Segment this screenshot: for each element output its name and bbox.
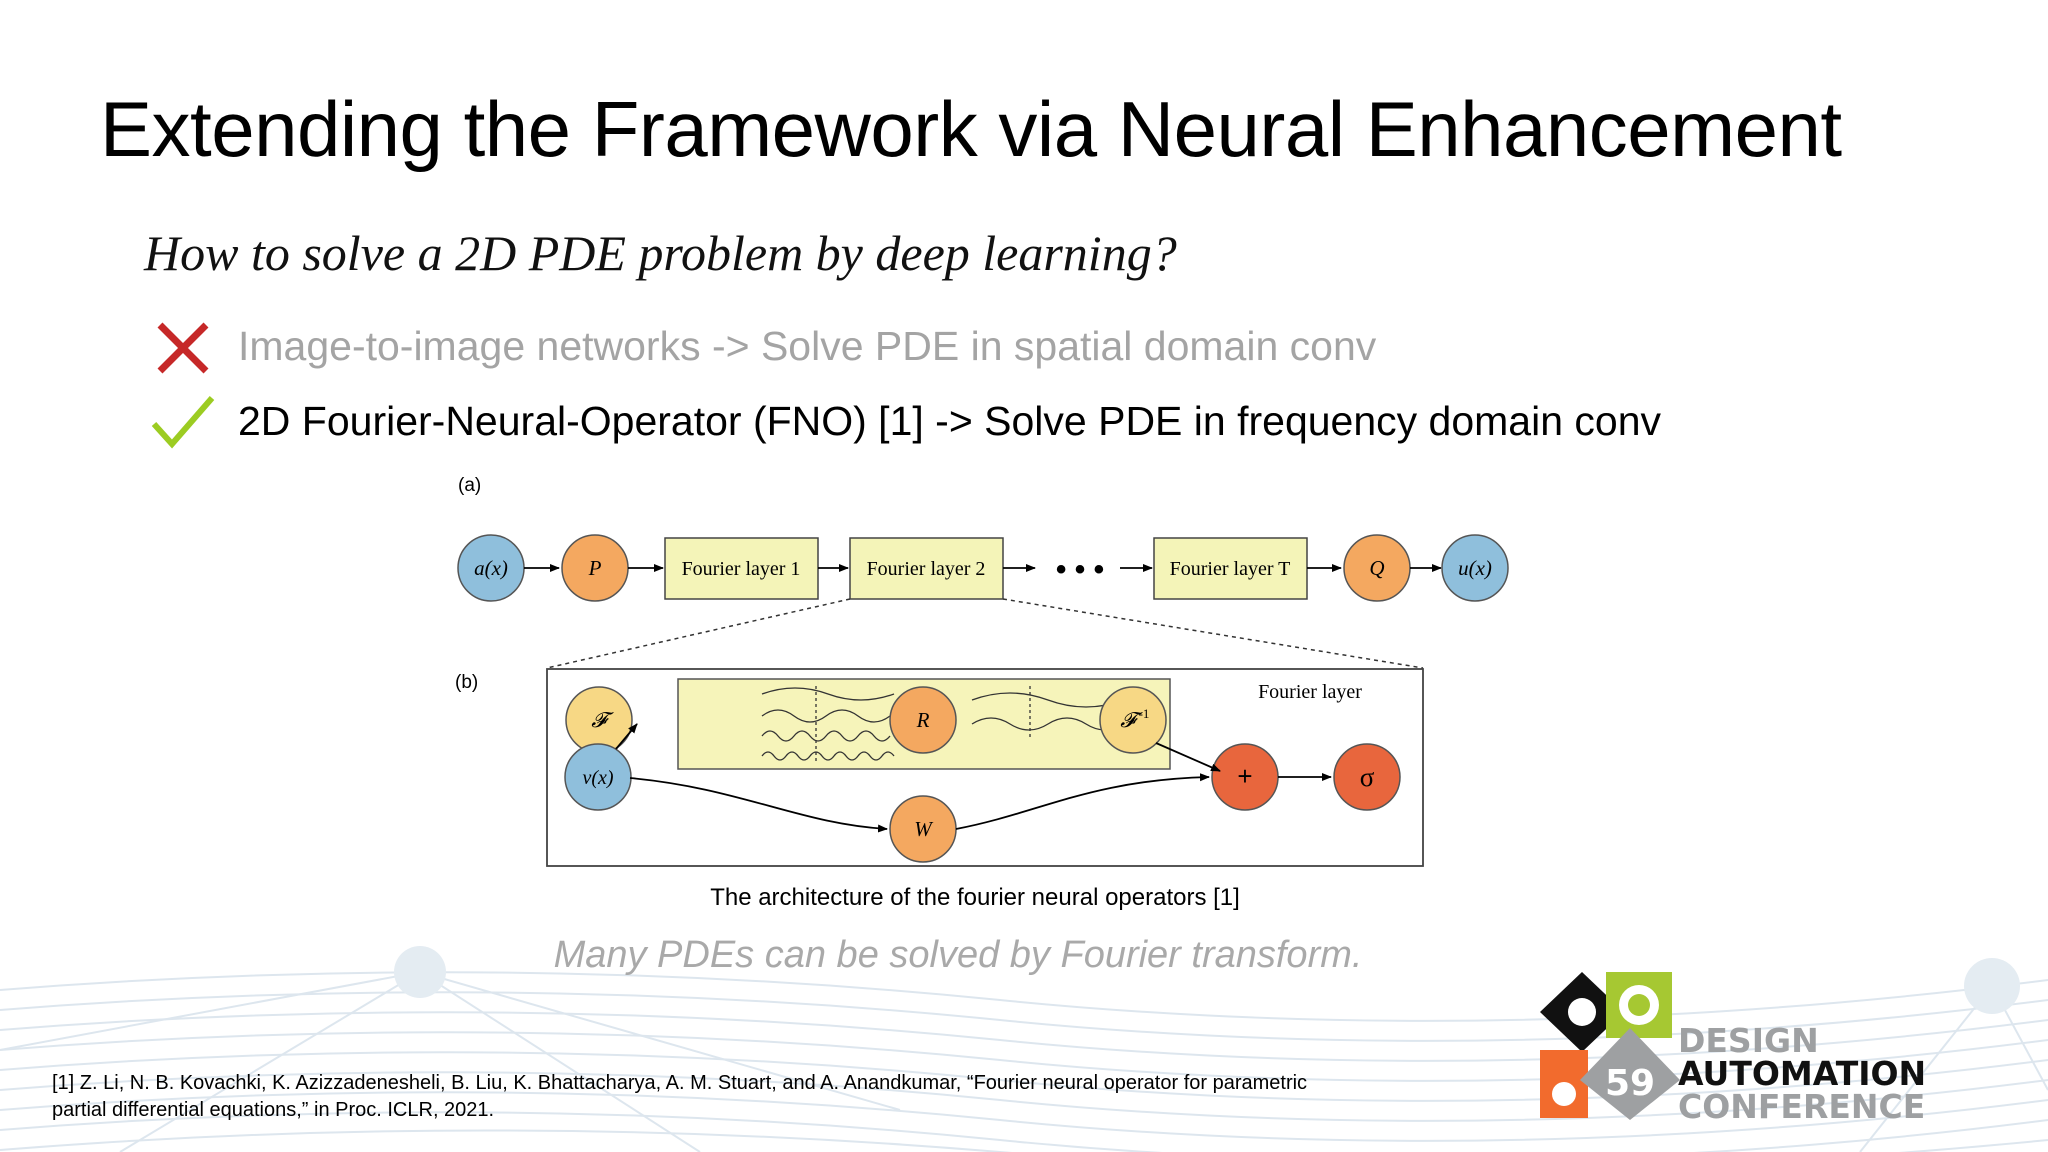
ifft-node-superscript: -1 [1139,706,1150,721]
fourier-layer-2-label: Fourier layer 2 [867,558,986,580]
bullet-text: 2D Fourier-Neural-Operator (FNO) [1] -> … [238,398,1662,444]
project-node-label: Q [1369,556,1384,580]
r-node [889,686,957,754]
zoom-line-left [546,598,851,669]
reference-citation: [1] Z. Li, N. B. Kovachki, K. Azizzadene… [52,1070,1492,1124]
fourier-layer-title: Fourier layer [1258,681,1362,703]
background-network-graphic [0,946,2048,1152]
fourier-layer-t-label: Fourier layer T [1170,558,1291,580]
fourier-layer-2-box [849,537,1004,600]
fourier-note: Many PDEs can be solved by Fourier trans… [553,934,1363,976]
cross-icon [157,322,209,374]
logo-number: 59 [1605,1063,1655,1104]
logo-line-1: DESIGN [1678,1021,1819,1060]
check-icon [151,396,215,449]
ifft-node [1099,686,1167,754]
v-node-label: v(x) [582,767,613,789]
panel-a-label: (a) [458,475,481,496]
w-node-label: W [914,817,934,841]
lift-node-label: P [588,556,602,580]
bullet-fno: 2D Fourier-Neural-Operator (FNO) [1] -> … [150,390,1850,460]
dac-59-emblem: 59 [1540,972,1680,1120]
zoom-line-right [1002,598,1424,669]
dac-logo: 59 DESIGN AUTOMATION CONFERENCE [1540,972,1926,1126]
ellipsis: • • • [1056,553,1104,586]
r-node-label: R [916,708,930,732]
bullet-text: Image-to-image networks -> Solve PDE in … [238,323,1377,369]
slide-question: How to solve a 2D PDE problem by deep le… [144,225,1177,281]
fno-architecture-diagram: (a) a(x) P Fourier layer 1 Fourier layer… [455,475,1509,867]
fourier-layer-1-box [664,537,819,600]
reference-line-1: [1] Z. Li, N. B. Kovachki, K. Azizzadene… [52,1072,1308,1094]
output-node-label: u(x) [1458,556,1492,580]
fourier-layer-arrows [615,723,1332,833]
fourier-layer-1-label: Fourier layer 1 [682,558,801,580]
logo-line-2: AUTOMATION [1678,1054,1926,1093]
figure-caption: The architecture of the fourier neural o… [710,884,1240,911]
logo-line-3: CONFERENCE [1678,1087,1925,1126]
frequency-waves [761,686,1125,764]
panel-b-label: (b) [455,672,478,693]
v-node [564,743,632,811]
reference-line-2: partial differential equations,” in Proc… [52,1099,495,1121]
activation-node [1333,743,1401,811]
output-node [1441,534,1509,602]
input-node-label: a(x) [474,556,508,580]
sum-node-label: + [1237,761,1252,791]
slide-title: Extending the Framework via Neural Enhan… [100,85,1842,173]
fourier-layer-t-box [1153,537,1308,600]
bullet-image-to-image: Image-to-image networks -> Solve PDE in … [150,315,1850,385]
activation-node-label: σ [1360,762,1375,792]
